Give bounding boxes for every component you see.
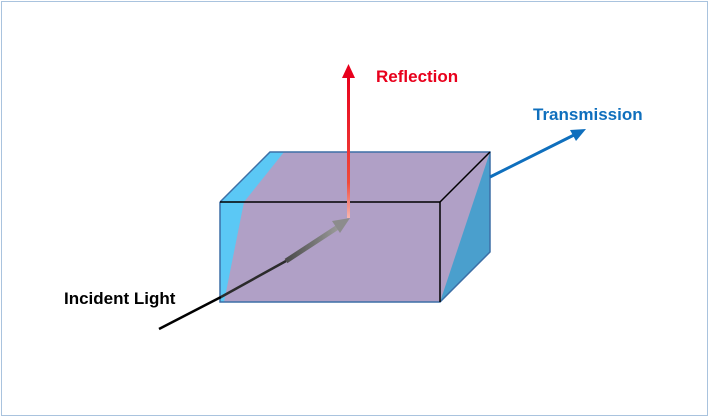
block-top-edge-highlight [220, 152, 284, 202]
reflection-label: Reflection [376, 67, 458, 86]
incident-ray-inside-arrow [284, 218, 350, 264]
incident-light-label: Incident Light [64, 289, 176, 308]
incident-ray-outside [158, 295, 222, 331]
reflection-arrow [342, 64, 355, 218]
block-top-right-edge [439, 151, 491, 203]
block-outline [219, 151, 491, 303]
transmission-arrow [489, 129, 586, 179]
block-front-face [220, 202, 440, 302]
block-front-edge-highlight [220, 202, 244, 302]
block-top-face [220, 152, 490, 202]
transmission-label: Transmission [533, 105, 643, 124]
incident-ray-inside-dark [220, 259, 287, 299]
